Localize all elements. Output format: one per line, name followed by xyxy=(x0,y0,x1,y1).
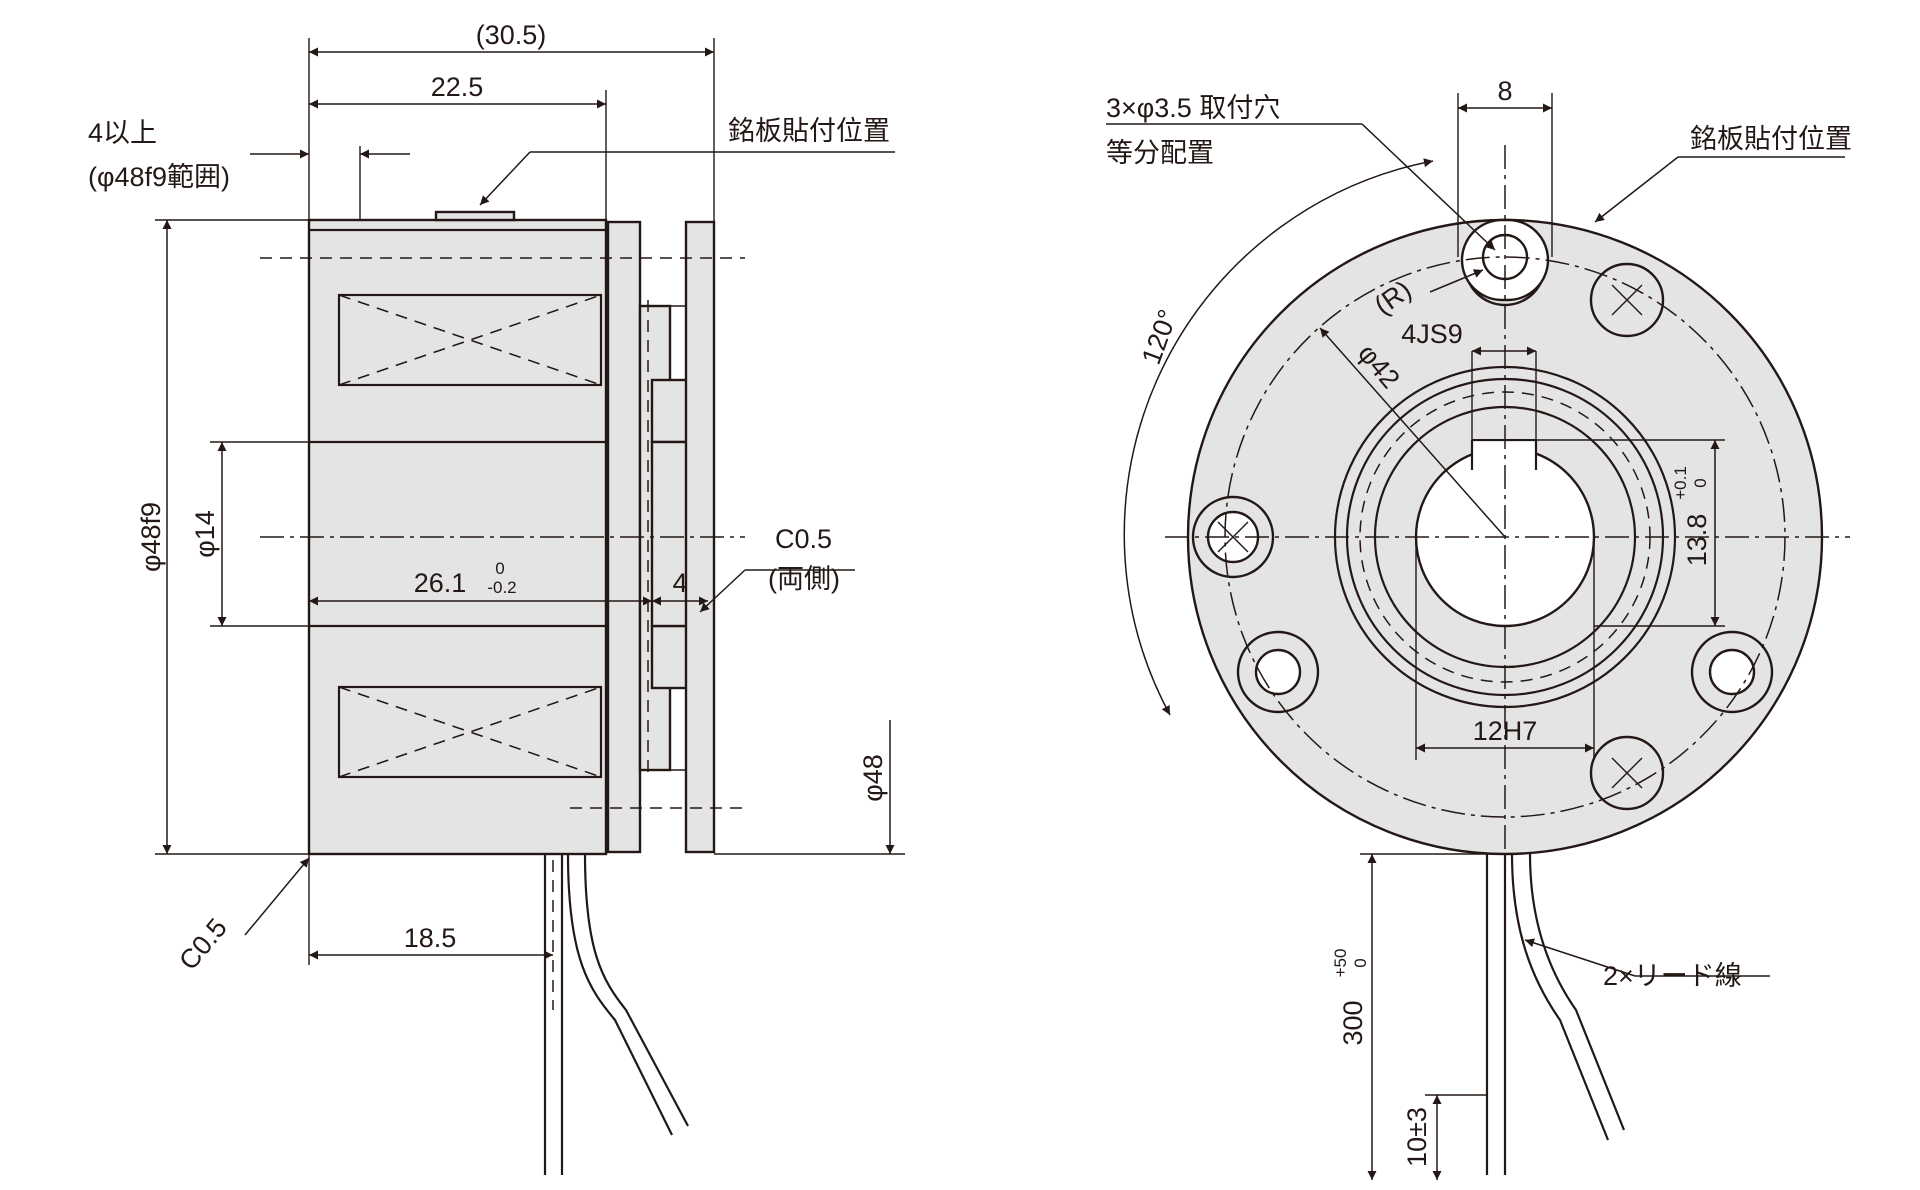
dim-strip-length: 10±3 xyxy=(1402,1107,1432,1167)
dim-min-length: 4以上 xyxy=(88,118,157,148)
mount-holes-arrangement: 等分配置 xyxy=(1106,138,1214,168)
dim-plate-diameter: φ48 xyxy=(858,754,888,802)
dimensions-front xyxy=(1106,93,1845,1180)
nameplate xyxy=(434,210,516,222)
dim-plate-thickness: 4 xyxy=(672,568,687,598)
chamfer-left: C0.5 xyxy=(173,913,233,976)
dim-bore-diameter: φ14 xyxy=(190,510,220,558)
dim-armature-length: 26.1 xyxy=(414,568,467,598)
dim-bore: 12H7 xyxy=(1473,716,1538,746)
dim-coil-length: 22.5 xyxy=(431,72,484,102)
lead-wire-label: 2×リード線 xyxy=(1603,961,1742,991)
dim-slot-width: 8 xyxy=(1497,76,1512,106)
dim-min-length-range: (φ48f9範囲) xyxy=(88,162,230,192)
dim-armature-tol-upper: 0 xyxy=(495,559,504,578)
dim-overall-length: (30.5) xyxy=(476,20,547,50)
dim-key-tol-lower: 0 xyxy=(1691,478,1710,487)
lead-wires-front xyxy=(1485,853,1626,1175)
dim-lead-tol-lower: 0 xyxy=(1351,958,1370,967)
dim-lead-position: 18.5 xyxy=(404,923,457,953)
dim-outer-diameter: φ48f9 xyxy=(136,502,166,572)
dimensions-side xyxy=(155,38,905,965)
dim-key-tol-upper: +0.1 xyxy=(1671,466,1690,500)
dim-keyway: 4JS9 xyxy=(1401,319,1463,349)
coil-upper xyxy=(337,293,603,387)
chamfer-right-both: (両側) xyxy=(768,564,840,594)
dim-armature-tol-lower: -0.2 xyxy=(487,578,516,597)
dim-lead-tol-upper: +50 xyxy=(1331,949,1350,978)
front-view: 3×φ3.5 取付穴 等分配置 8 銘板貼付位置 120° (R) 4JS9 φ… xyxy=(1106,76,1852,1180)
lead-wires-side xyxy=(543,853,689,1175)
dim-angle: 120° xyxy=(1136,306,1183,369)
mount-holes-label: 3×φ3.5 取付穴 xyxy=(1106,93,1280,123)
side-view: (30.5) 22.5 4以上 (φ48f9範囲) 銘板貼付位置 φ48f9 φ… xyxy=(88,20,905,1175)
coil-lower xyxy=(337,685,603,779)
dim-key-height: 13.8 xyxy=(1682,514,1712,567)
chamfer-right: C0.5 xyxy=(775,524,832,554)
dim-lead-length: 300 xyxy=(1338,1000,1368,1045)
screw-holes xyxy=(1217,262,1665,811)
nameplate-label-front: 銘板貼付位置 xyxy=(1690,124,1852,154)
nameplate-label-side: 銘板貼付位置 xyxy=(728,116,890,146)
